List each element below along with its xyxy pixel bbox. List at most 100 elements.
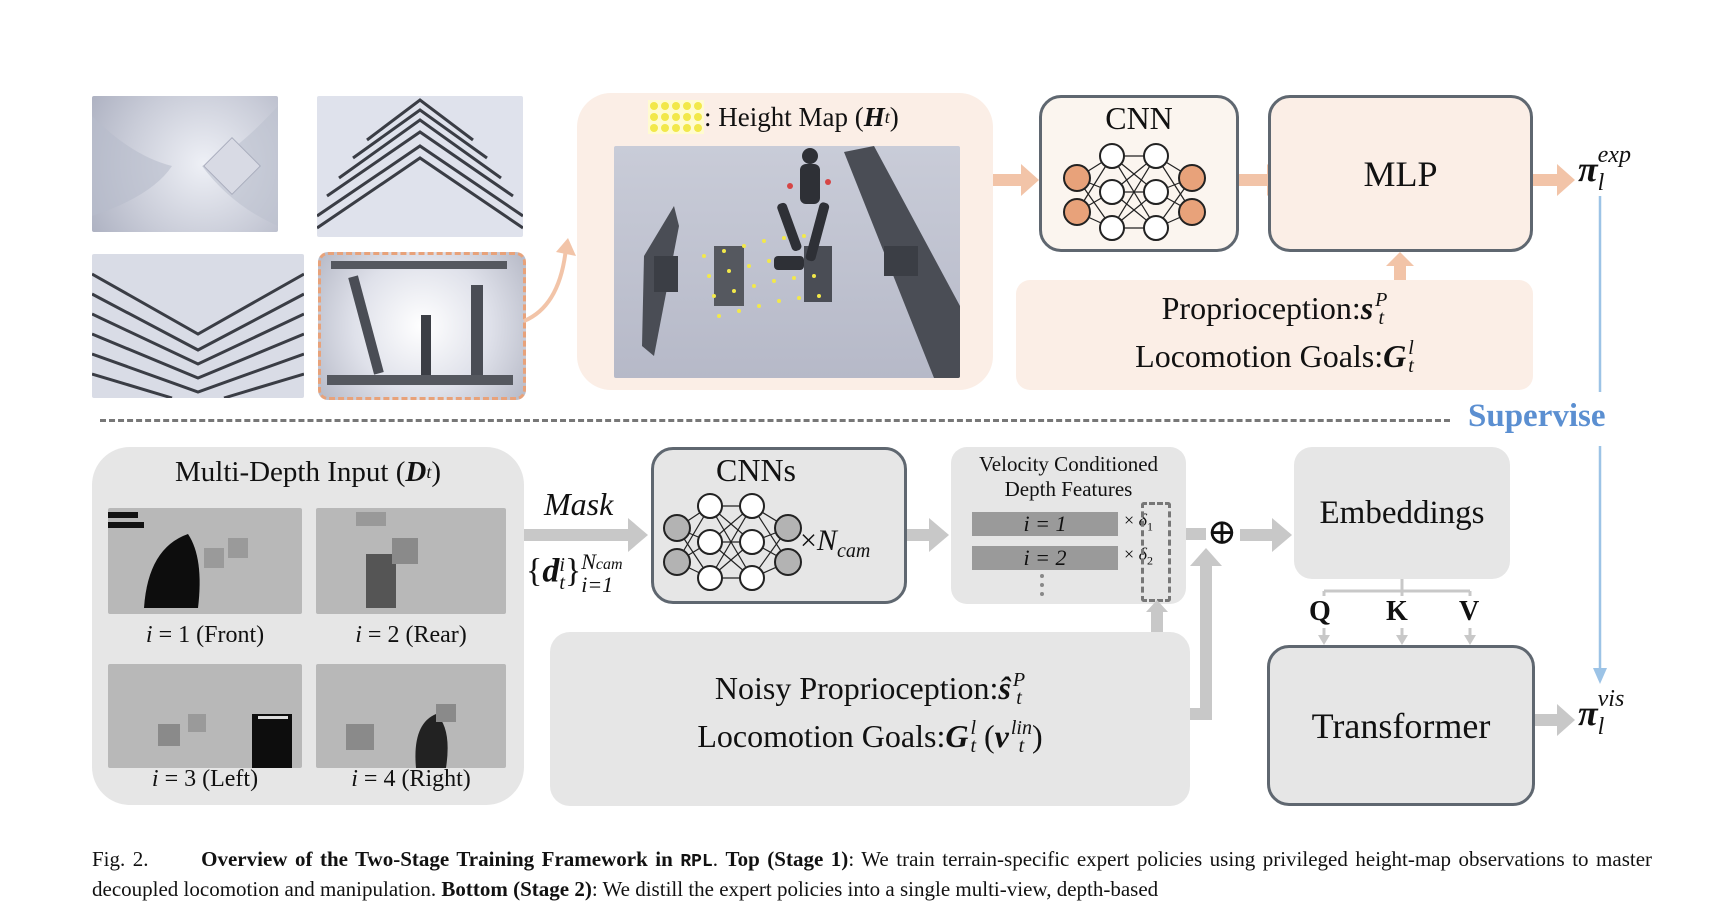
velocity-superscript: lin xyxy=(1010,716,1032,739)
mlp-box: MLP xyxy=(1268,95,1533,252)
proprioception-symbol: s xyxy=(1360,290,1374,326)
arrow-proprio-to-mlp xyxy=(1386,252,1414,282)
output-superscript: exp xyxy=(1597,142,1631,168)
velocity-title-line1: Velocity Conditioned xyxy=(978,452,1159,476)
supervise-label: Supervise xyxy=(1468,398,1606,434)
multi-depth-title-text: Multi-Depth Input ( xyxy=(175,456,406,488)
locomotion-goals-subscript: t xyxy=(1408,354,1414,377)
proprioception-panel xyxy=(1016,280,1533,390)
noisy-proprioception-label: Noisy Proprioception: xyxy=(714,670,999,706)
depth-view-left xyxy=(108,664,302,768)
depth-shape xyxy=(356,512,418,608)
multi-depth-symbol: D xyxy=(405,456,427,488)
input-superscript: i xyxy=(559,553,565,576)
cnn-box xyxy=(1039,95,1239,252)
neural-network-icon xyxy=(663,493,802,591)
proprioception-superscript: P xyxy=(1375,288,1388,311)
input-upper-sub: cam xyxy=(595,556,623,573)
velocity-title-line2: Depth Features xyxy=(1004,477,1133,501)
caption-figure-number: Fig. 2. xyxy=(92,847,149,871)
multi-depth-subscript: t xyxy=(426,462,432,482)
view-index: 3 xyxy=(184,766,197,792)
goals2-subscript: t xyxy=(970,734,976,757)
velocity-features-title: Velocity Conditioned Depth Features xyxy=(951,452,1186,502)
feature-row-1: i = 1 xyxy=(972,511,1118,536)
depth-view-right xyxy=(316,664,506,768)
arrow-heightmap-to-cnn xyxy=(993,164,1039,196)
mlp-label: MLP xyxy=(1363,153,1438,194)
height-map-render xyxy=(614,146,960,378)
stage-divider xyxy=(100,419,1450,422)
yellow-dot-grid-icon xyxy=(648,100,704,134)
cnn-label: CNN xyxy=(1105,100,1173,136)
caption-method-name: RPL xyxy=(680,852,713,872)
goals2-superscript: l xyxy=(970,716,976,739)
embeddings-box: Embeddings xyxy=(1294,447,1510,579)
terrain-thumbnail-rough xyxy=(92,96,278,232)
transformer-label: Transformer xyxy=(1311,705,1491,746)
locomotion-goals-symbol-2: G xyxy=(945,718,969,754)
input-symbol: d xyxy=(542,552,560,590)
v-label: V xyxy=(1459,596,1480,628)
proprioception-label: Proprioception: xyxy=(1161,290,1361,326)
noisy-proprioception-symbol: ŝ xyxy=(998,670,1011,706)
feature-row-2: i = 2 xyxy=(972,545,1118,570)
rough-terrain-pattern xyxy=(92,106,278,226)
pi-symbol: π xyxy=(1578,693,1598,733)
locomotion-goals-label-2: Locomotion Goals: xyxy=(697,718,946,754)
locomotion-goals-superscript: l xyxy=(1408,336,1414,359)
arrow-features-to-sum xyxy=(1186,528,1206,540)
delta-column-highlight xyxy=(1141,502,1171,602)
k-label: K xyxy=(1386,596,1408,628)
height-map-label: : Height Map ( xyxy=(704,101,864,132)
view-label: (Left) xyxy=(202,766,259,792)
caption-top-heading: Top (Stage 1) xyxy=(725,847,849,871)
arrow-mlp-to-output xyxy=(1533,164,1575,196)
terrain-thumbnail-stairs-down xyxy=(92,254,304,398)
arrow-sum-to-embeddings xyxy=(1240,518,1292,552)
input-subscript: t xyxy=(559,571,565,594)
proprioception-subscript: t xyxy=(1378,306,1385,329)
ncam-symbol: N xyxy=(816,524,837,557)
height-map-subscript: t xyxy=(884,106,890,127)
arrow-proprio-to-delta xyxy=(1146,600,1168,632)
curved-arrow xyxy=(523,238,576,323)
ncam-multiplier: ×Ncam xyxy=(800,524,870,563)
caption-bottom-heading: Bottom (Stage 2) xyxy=(441,877,592,901)
input-upper: N xyxy=(581,549,596,574)
depth-view-front xyxy=(108,508,302,614)
height-map-close: ) xyxy=(889,101,899,132)
arrow-cnns-to-features xyxy=(907,518,949,552)
figure-caption: Fig. 2. Overview of the Two-Stage Traini… xyxy=(92,846,1652,903)
locomotion-goals-label: Locomotion Goals: xyxy=(1135,338,1384,374)
noisy-subscript: t xyxy=(1016,686,1022,709)
caption-bottom-text: : We distill the expert policies into a … xyxy=(591,877,1159,901)
depth-shape xyxy=(158,714,292,768)
depth-view-label-rear: i = 2 (Rear) xyxy=(355,622,467,648)
robot-scene xyxy=(642,146,960,378)
terrain-thumbnail-obstacles-selected xyxy=(318,252,526,400)
depth-view-label-right: i = 4 (Right) xyxy=(351,766,471,792)
pi-symbol: π xyxy=(1578,149,1598,189)
feature-ellipsis xyxy=(1040,574,1050,596)
output-subscript: l xyxy=(1597,714,1605,740)
sum-operator: ⊕ xyxy=(1206,512,1238,552)
view-index: 1 xyxy=(178,622,191,648)
times-symbol: × xyxy=(800,524,817,557)
stairs-pattern xyxy=(92,272,304,398)
caption-title: Overview of the Two-Stage Training Frame… xyxy=(201,847,681,871)
view-label: (Rear) xyxy=(405,622,467,648)
transformer-box: Transformer xyxy=(1267,645,1535,806)
q-label: Q xyxy=(1309,596,1331,628)
expert-policy-output: π exp l xyxy=(1578,142,1668,196)
supervise-arrow xyxy=(1593,196,1607,684)
depth-shape xyxy=(346,704,456,768)
arrow-transformer-to-output xyxy=(1535,704,1575,736)
velocity-subscript: t xyxy=(1018,734,1025,757)
